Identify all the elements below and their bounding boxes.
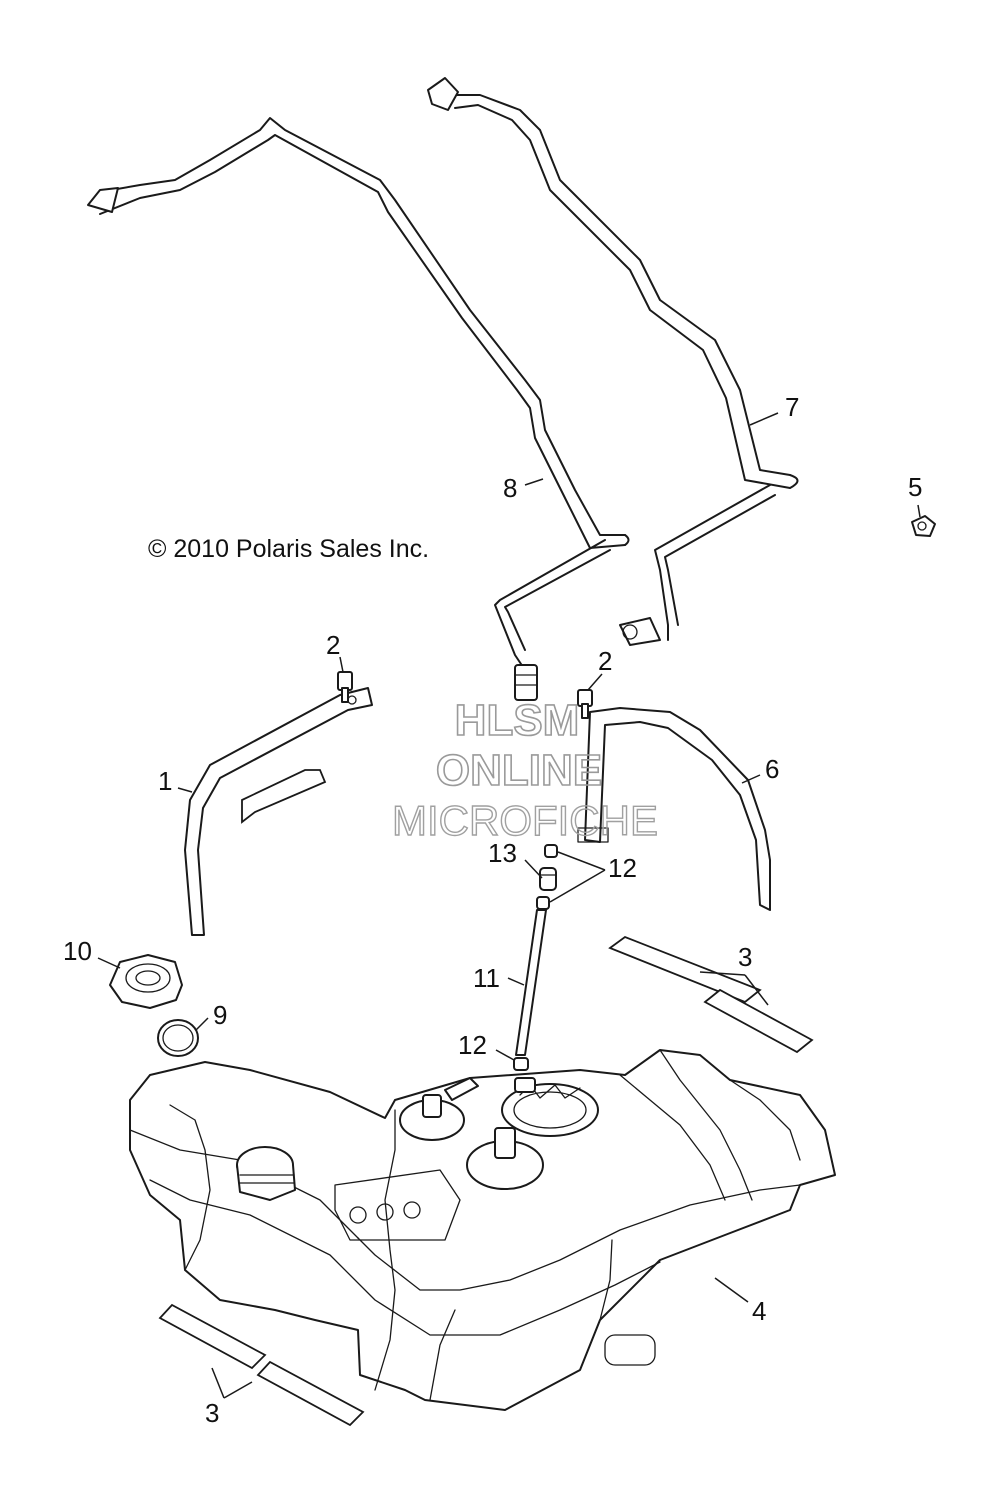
callout-6: 6 bbox=[765, 754, 779, 784]
part-2-bolt-right bbox=[577, 689, 593, 719]
callout-labels: 8 7 5 2 2 1 6 13 12 10 3 11 9 12 4 3 bbox=[63, 392, 922, 1428]
part-5-clip bbox=[911, 515, 936, 537]
callout-4: 4 bbox=[752, 1296, 766, 1326]
callout-12-upper: 12 bbox=[608, 853, 637, 883]
callout-11: 11 bbox=[473, 963, 500, 993]
part-9-o-ring bbox=[157, 1019, 199, 1057]
callout-10: 10 bbox=[63, 936, 92, 966]
part-6-tank-strap bbox=[577, 707, 771, 911]
part-1-tank-strap bbox=[184, 687, 373, 936]
part-3-decal-strap bbox=[241, 769, 327, 824]
callout-2-right: 2 bbox=[598, 646, 612, 676]
part-12-clamp-upper bbox=[544, 844, 558, 858]
watermark: HLSM ONLINE MICROFICHE bbox=[391, 695, 658, 845]
part-7-fuel-line bbox=[427, 77, 799, 646]
callout-9: 9 bbox=[213, 1000, 227, 1030]
callout-5: 5 bbox=[908, 472, 922, 502]
part-8-fuel-line bbox=[87, 117, 630, 701]
part-13-fitting bbox=[539, 867, 557, 891]
copyright-notice: © 2010 Polaris Sales Inc. bbox=[148, 535, 429, 563]
part-12-clamp-lower bbox=[513, 1057, 529, 1071]
part-4-fuel-tank bbox=[129, 1049, 836, 1411]
callout-3-right: 3 bbox=[738, 942, 752, 972]
watermark-line-3: MICROFICHE bbox=[392, 797, 658, 844]
part-11-hose bbox=[515, 909, 547, 1056]
callout-7: 7 bbox=[785, 392, 799, 422]
watermark-line-2: ONLINE bbox=[436, 746, 602, 795]
leader-lines bbox=[97, 412, 921, 1399]
part-3-decals-right bbox=[608, 935, 814, 1054]
callout-2-left: 2 bbox=[326, 630, 340, 660]
callout-8: 8 bbox=[503, 473, 517, 503]
watermark-line-1: HLSM bbox=[455, 696, 580, 745]
callout-13: 13 bbox=[488, 838, 517, 868]
part-12-clamp-middle bbox=[536, 896, 550, 910]
part-2-bolt-left bbox=[337, 671, 353, 703]
part-10-fuel-cap bbox=[109, 954, 183, 1009]
callout-12-lower: 12 bbox=[458, 1030, 487, 1060]
part-3-decals-left bbox=[158, 1303, 365, 1427]
callout-1: 1 bbox=[158, 766, 172, 796]
callout-3-left: 3 bbox=[205, 1398, 219, 1428]
